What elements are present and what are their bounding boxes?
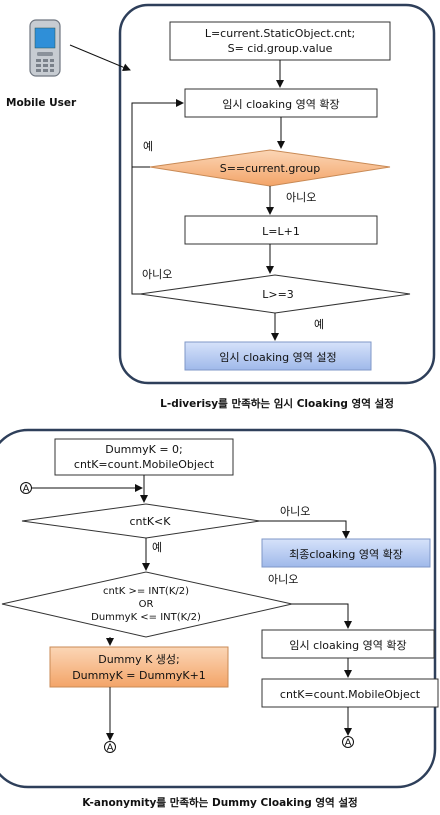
init-line-2: S= cid.group.value — [228, 42, 333, 55]
no-label-loop: 아니오 — [142, 268, 172, 281]
mobile-phone-icon — [29, 19, 61, 77]
count-update-box — [261, 678, 439, 708]
decision-l-diamond — [139, 274, 411, 314]
init-line-1: L=current.StaticObject.cnt; — [205, 27, 355, 40]
connector-a-entry-label: A — [23, 484, 30, 495]
bottom-caption: K-anonymity를 만족하는 Dummy Cloaking 영역 설정 — [82, 796, 357, 809]
set-area-label: 임시 cloaking 영역 설정 — [219, 351, 336, 364]
top-frame — [118, 3, 436, 385]
decision-2-line-3: DummyK <= INT(K/2) — [91, 612, 201, 623]
increment-box — [184, 215, 378, 245]
init-k-line-2: cntK=count.MobileObject — [74, 458, 215, 471]
dummy-box — [49, 646, 229, 688]
l-diversity-flowchart: Mobile User L=current.StaticObject.cnt; … — [6, 3, 436, 410]
yes-label-bottom: 예 — [314, 318, 324, 331]
yes-label-top: 예 — [143, 140, 153, 153]
temp-expand-label: 임시 cloaking 영역 확장 — [289, 639, 406, 652]
connector-a-right — [342, 736, 354, 748]
decision-group-label: S==current.group — [220, 162, 321, 175]
no-label-k1: 아니오 — [280, 505, 310, 518]
no-label-k2: 아니오 — [268, 573, 298, 586]
no-label-top: 아니오 — [286, 191, 316, 204]
no-loop-line — [131, 167, 140, 295]
count-update-label: cntK=count.MobileObject — [280, 688, 421, 701]
final-expand-box — [261, 538, 431, 568]
connector-a-left — [104, 741, 116, 753]
connector-a-left-label: A — [107, 743, 114, 754]
init-k-line-1: DummyK = 0; — [105, 443, 183, 456]
no-arrow-1 — [260, 520, 350, 539]
k-anonymity-flowchart: DummyK = 0; cntK=count.MobileObject A cn… — [0, 428, 439, 809]
expand-label: 임시 cloaking 영역 확장 — [222, 98, 339, 111]
mobile-user-arrow — [69, 44, 131, 71]
final-expand-label: 최종cloaking 영역 확장 — [289, 548, 403, 561]
set-area-box — [184, 341, 372, 371]
init-box-k — [54, 438, 234, 476]
connector-a-right-label: A — [345, 738, 352, 749]
bottom-frame — [0, 428, 437, 789]
yes-label-k1: 예 — [152, 541, 162, 554]
decision-2-line-2: OR — [139, 599, 154, 610]
yes-loop-arrow — [131, 99, 184, 168]
decision-l-label: L>=3 — [262, 288, 294, 301]
init-box — [169, 21, 391, 61]
mobile-user-label: Mobile User — [6, 97, 77, 109]
dummy-line-2: DummyK = DummyK+1 — [72, 669, 206, 682]
decision-cnt-label: cntK<K — [130, 515, 172, 528]
increment-label: L=L+1 — [262, 225, 300, 238]
decision-2-line-1: cntK >= INT(K/2) — [103, 586, 189, 597]
no-arrow-2 — [292, 603, 352, 629]
dummy-line-1: Dummy K 생성; — [98, 653, 180, 666]
top-caption: L-diverisy를 만족하는 임시 Cloaking 영역 설정 — [160, 397, 394, 410]
decision-group-diamond — [149, 149, 391, 187]
